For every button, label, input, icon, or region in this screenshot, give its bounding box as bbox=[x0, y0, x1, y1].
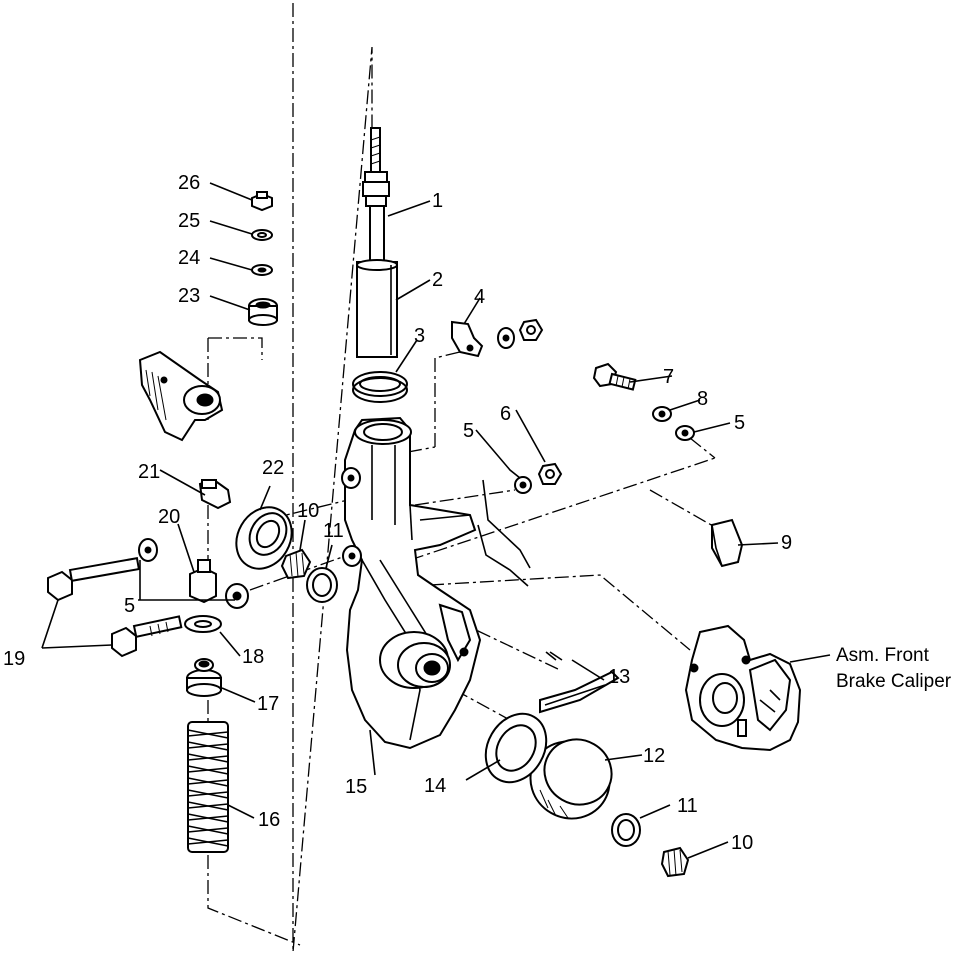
callout-21: 21 bbox=[138, 461, 160, 483]
callout-22: 22 bbox=[262, 457, 284, 479]
part-strut-housing bbox=[341, 416, 482, 750]
caption-line-1: Asm. Front bbox=[836, 645, 930, 666]
part-nut-20 bbox=[189, 559, 217, 604]
part-brake-caliper bbox=[684, 624, 802, 752]
part-bolts-19 bbox=[47, 557, 183, 658]
caption-line-2: Brake Caliper bbox=[836, 671, 952, 692]
leader-lines bbox=[41, 182, 831, 859]
part-bracket bbox=[451, 320, 484, 358]
callout-11-right: 11 bbox=[677, 795, 698, 817]
part-screw-cable bbox=[539, 651, 620, 714]
part-spring bbox=[187, 721, 229, 853]
callout-13: 13 bbox=[608, 666, 630, 688]
part-washer-18 bbox=[184, 615, 222, 633]
callout-15: 15 bbox=[345, 776, 367, 798]
part-lock-washer-8 bbox=[652, 406, 672, 422]
callout-16: 16 bbox=[258, 809, 280, 831]
callout-10-left: 10 bbox=[297, 500, 319, 522]
callout-5-right: 5 bbox=[734, 412, 745, 434]
callout-11-left: 11 bbox=[323, 520, 344, 542]
callout-7: 7 bbox=[663, 366, 674, 388]
callout-5-upper: 5 bbox=[463, 420, 474, 442]
callout-19: 19 bbox=[3, 648, 25, 670]
callout-23: 23 bbox=[178, 285, 200, 307]
part-small-hardware bbox=[251, 191, 273, 276]
part-seal bbox=[484, 712, 548, 784]
part-castle-nuts bbox=[280, 548, 690, 878]
callout-6: 6 bbox=[500, 403, 511, 425]
callout-9: 9 bbox=[781, 532, 792, 554]
callout-25: 25 bbox=[178, 210, 200, 232]
part-brake-pad bbox=[711, 518, 744, 568]
part-shock-shaft bbox=[362, 127, 390, 265]
callout-8: 8 bbox=[697, 388, 708, 410]
callout-18: 18 bbox=[242, 646, 264, 668]
callout-1: 1 bbox=[432, 190, 443, 212]
part-bearing-race bbox=[529, 738, 613, 820]
part-bolt-7 bbox=[592, 362, 637, 391]
part-washers bbox=[138, 327, 695, 609]
callout-labels: 1 2 3 4 5 6 7 8 5 9 10 11 22 21 20 26 25… bbox=[3, 172, 792, 854]
caliper-caption: Asm. Front Brake Caliper bbox=[836, 645, 952, 692]
callout-4: 4 bbox=[474, 286, 485, 308]
part-bushing-17 bbox=[186, 658, 222, 697]
part-upper-mount bbox=[138, 350, 224, 442]
callout-14: 14 bbox=[424, 775, 446, 797]
part-thrust-washers bbox=[306, 567, 641, 847]
callout-3: 3 bbox=[414, 325, 425, 347]
callout-10-right: 10 bbox=[731, 832, 753, 854]
callout-5-left: 5 bbox=[124, 595, 135, 617]
part-seal-ring bbox=[352, 371, 408, 403]
callout-17: 17 bbox=[257, 693, 279, 715]
assembly-axes bbox=[207, 3, 721, 953]
part-nuts bbox=[518, 318, 563, 485]
callout-24: 24 bbox=[178, 247, 200, 269]
callout-12: 12 bbox=[643, 745, 665, 767]
callout-20: 20 bbox=[158, 506, 180, 528]
part-shock-body bbox=[356, 259, 398, 358]
part-fitting-21 bbox=[198, 478, 232, 510]
part-bushing-23 bbox=[248, 298, 278, 326]
callout-26: 26 bbox=[178, 172, 200, 194]
part-bearing-22 bbox=[235, 506, 293, 570]
callout-2: 2 bbox=[432, 269, 443, 291]
